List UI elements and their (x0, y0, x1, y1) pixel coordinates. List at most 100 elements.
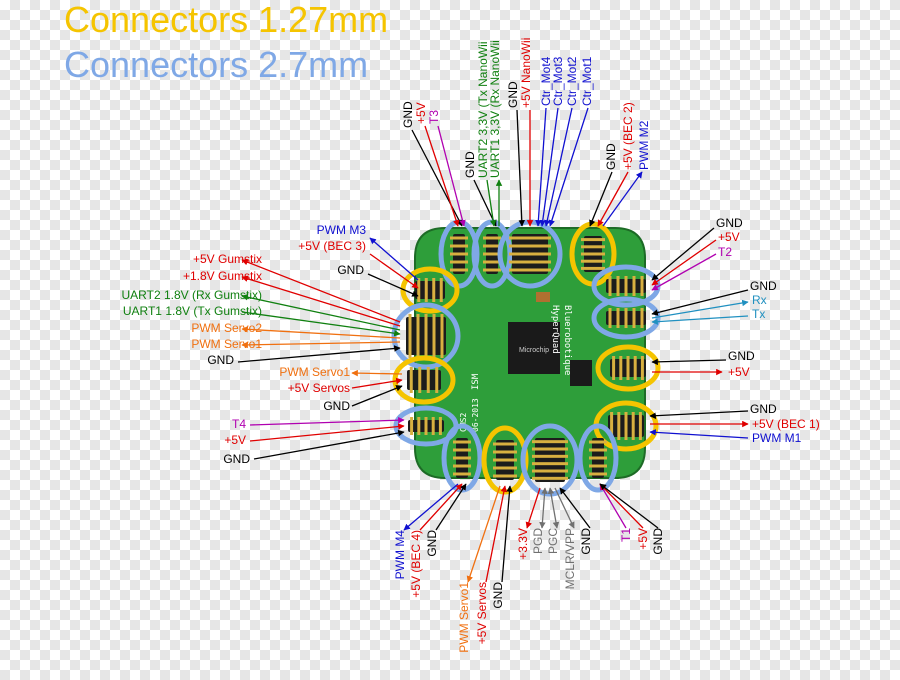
pin-label-bottom-v5-servos: +5V Servos (475, 582, 489, 644)
wire-right-gnd-t2 (651, 227, 715, 281)
pin-label-top-left-gnd: GND (401, 101, 415, 128)
wire-top-left-mot3 (539, 107, 559, 227)
wire-bottom-v5-servos (485, 485, 508, 583)
pin-label-bottom-mclr: MCLR/VPP (563, 528, 577, 589)
connector-top-motors (497, 219, 563, 289)
pin-label-top-left-v5: +5V (414, 102, 428, 124)
pin-label-bottom-pwm-m4: PWM M4 (393, 530, 407, 580)
microcontroller-chip (508, 322, 560, 374)
pin-label-bottom-gnd-prog: GND (579, 528, 593, 555)
wire-left-pwm-m3 (369, 237, 419, 281)
pin-label-top-right-gnd: GND (604, 143, 618, 170)
pin-label-top-left-mot2: Ctr_Mot2 (565, 56, 579, 106)
pin-label-top-left-mot1: Ctr_Mot1 (580, 56, 594, 106)
connector-bottom-t1 (577, 423, 619, 493)
connector-left-gumstix (391, 302, 461, 370)
regulator (570, 360, 592, 386)
wire-left-gnd-t4 (253, 429, 405, 460)
pin-label-left-v5-gumstix: +5V Gumstix (193, 252, 262, 266)
wire-left-servo2 (241, 326, 401, 339)
pin-label-top-right-pwm-m2: PWM M2 (637, 120, 651, 170)
pin-label-right-gnd-rx: GND (750, 279, 777, 293)
wire-bottom-v5-t1 (599, 483, 644, 529)
pin-label-left-gnd-servo: GND (207, 353, 234, 367)
pin-label-bottom-v33: +3.3V (516, 528, 530, 560)
wire-top-left-v5 (424, 125, 460, 227)
wire-group (237, 107, 749, 583)
wire-top-left-mot2 (544, 107, 573, 227)
pin-label-top-left-gnd3: GND (506, 81, 520, 108)
wire-left-gnd-servo (237, 345, 401, 363)
wire-bottom-servo1 (466, 485, 501, 583)
pin-label-right-v5-bec1: +5V (BEC 1) (752, 417, 820, 431)
connector-bottom-prog (520, 423, 580, 497)
pin-label-top-left-v5-nano: +5V NanoWii (519, 38, 533, 108)
pin-label-left-v5-servos: +5V Servos (288, 381, 350, 395)
circuit-board: Microchip Bluerobotique HyperQuad ISM CM… (414, 227, 646, 479)
pin-label-bottom-gnd-servo: GND (491, 582, 505, 609)
pin-label-top-left-uart1: UART1 3,3V (Rx NanoWii (488, 40, 502, 178)
wire-top-right-v5-bec2 (597, 171, 629, 227)
pin-label-right-tx: Tx (752, 307, 765, 321)
connector-right-gnd5v (595, 344, 661, 392)
wire-right-pwm-m1 (649, 429, 749, 439)
pin-label-bottom-pgd: PGD (531, 528, 545, 554)
wire-bottom-t1 (599, 483, 627, 529)
wire-bottom-gnd-t1 (599, 483, 659, 529)
wire-left-gnd-m3 (367, 273, 419, 297)
pin-label-left-v5-t4: +5V (224, 433, 246, 447)
wire-top-left-t3 (437, 125, 466, 227)
wire-left-v5-t4 (249, 423, 405, 442)
wire-bottom-pgd (539, 487, 548, 529)
wire-bottom-gnd-servo (501, 485, 513, 583)
wire-right-rx (651, 299, 749, 319)
connector-bottom-servo (481, 425, 529, 495)
pin-label-bottom-v5-t1: +5V (636, 528, 650, 550)
date-line1: CMS2 (459, 413, 468, 432)
pin-label-right-gnd-t2: GND (716, 216, 743, 230)
chip-label: Microchip (519, 347, 549, 354)
wire-bottom-pwm-m4 (403, 483, 459, 531)
pin-label-right-t2: T2 (718, 245, 732, 259)
wire-top-right-pwm-m2 (602, 171, 643, 227)
wire-bottom-v5-bec4 (419, 483, 463, 531)
pin-label-left-t4: T4 (232, 417, 246, 431)
pin-label-bottom-servo1: PWM Servo1 (457, 582, 471, 653)
wire-top-left-gnd3 (516, 109, 525, 227)
wire-top-left-uart2 (486, 179, 497, 227)
wire-left-t4 (249, 416, 405, 426)
pin-label-left-gnd-servos: GND (323, 399, 350, 413)
pin-label-bottom-gnd-m4: GND (425, 530, 439, 557)
wire-right-gnd-m1 (649, 410, 749, 419)
smd-component (536, 292, 550, 302)
wire-bottom-gnd-prog (559, 487, 591, 529)
pin-label-right-v5-m: +5V (728, 365, 750, 379)
wire-right-gnd-rx (651, 289, 749, 316)
wire-bottom-mclr (554, 487, 575, 529)
wire-right-t2 (651, 253, 717, 291)
wire-right-tx (651, 315, 749, 325)
pin-label-left-gnd-m3: GND (337, 263, 364, 277)
wire-right-v5-t2 (651, 239, 717, 286)
board-name-line1: Bluerobotique (562, 305, 572, 375)
wire-top-left-mot4 (535, 107, 547, 227)
pin-label-top-left-gnd2: GND (463, 151, 477, 178)
pin-label-top-left-uart2: UART2 3,3V (Tx NanoWii (476, 42, 490, 178)
pin-label-left-uart1-gum: UART1 1.8V (Tx Gumstix) (123, 304, 262, 318)
wire-bottom-pgc (547, 487, 560, 529)
wire-left-v5-bec3 (369, 253, 419, 289)
pin-label-left-servo1b: PWM Servo1 (279, 365, 350, 379)
connector-right-rxtx (591, 296, 661, 340)
pin-label-right-rx: Rx (752, 293, 767, 307)
pin-label-left-v18-gumstix: +1.8V Gumstix (183, 269, 262, 283)
board-name-line2: HyperQuad (550, 305, 560, 354)
pin-label-left-uart2-gum: UART2 1.8V (Rx Gumstix) (122, 288, 262, 302)
wire-bottom-gnd-m4 (435, 483, 467, 531)
pin-label-left-gnd-t4: GND (223, 452, 250, 466)
wire-left-v5-servos (351, 377, 403, 389)
wire-top-left-gnd (411, 129, 463, 227)
pin-label-right-v5-t2: +5V (718, 230, 740, 244)
legend-title-127mm: Connectors 1.27mm (64, 0, 389, 40)
pin-label-left-servo1a: PWM Servo1 (191, 337, 262, 351)
